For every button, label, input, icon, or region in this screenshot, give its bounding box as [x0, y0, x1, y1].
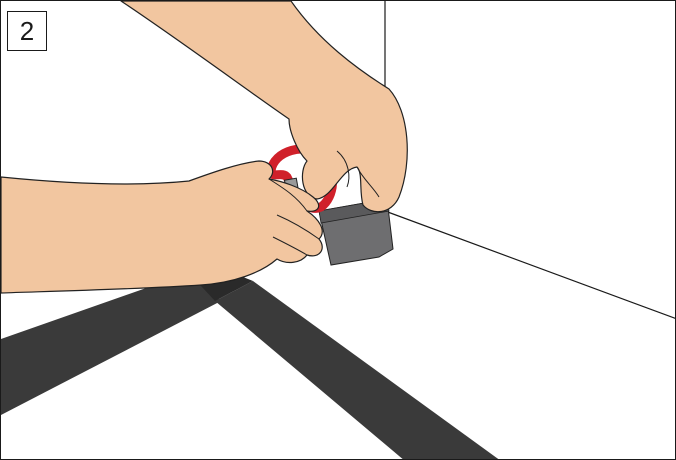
chair-leg-right [215, 281, 501, 460]
step-number-badge: 2 [7, 11, 47, 51]
left-hand [1, 161, 322, 293]
chair-leg-left [1, 273, 221, 415]
floor-wall-line [385, 211, 676, 319]
chair-base-legs [1, 273, 501, 460]
